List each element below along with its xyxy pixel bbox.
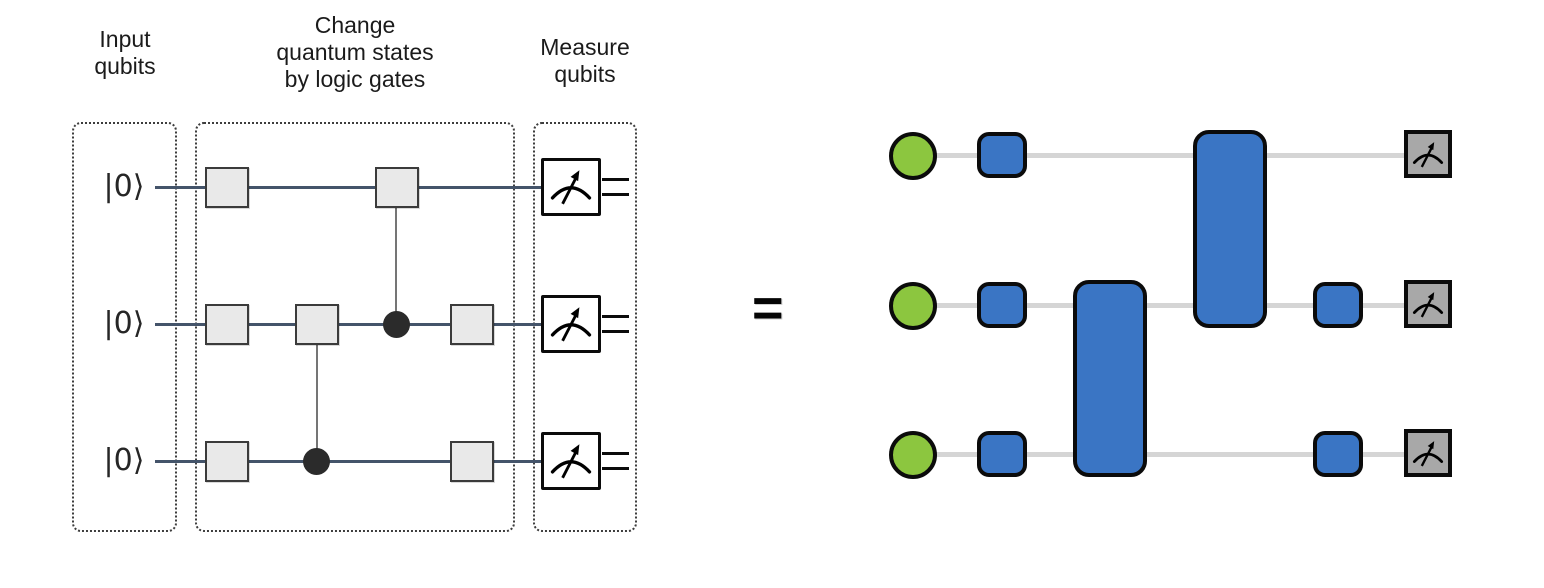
measurement-box-2 [541,295,601,353]
input-qubit-circle [889,282,937,330]
input-qubit-circle [889,132,937,180]
ket-zero-label-2: |0⟩ [103,306,145,341]
single-qubit-gate [977,282,1027,328]
meter-icon [550,444,592,479]
measure-section-box [533,122,637,532]
gate-box [205,304,249,345]
meter-icon [1412,440,1444,466]
classical-wire [602,467,629,470]
measurement-box-1 [541,158,601,216]
gates-section-box [195,122,515,532]
gate-box [205,441,249,482]
gate-box-controlled [375,167,419,208]
classical-wire [602,315,629,318]
single-qubit-gate [977,132,1027,178]
qubit-wire-1 [910,153,1410,158]
classical-wire [602,178,629,181]
qubit-wire-2 [155,323,545,326]
measurement-box-2 [1404,280,1452,328]
ket-zero-label-3: |0⟩ [103,443,145,478]
single-qubit-gate [1313,282,1363,328]
gate-box [450,304,494,345]
qubit-wire-3 [155,460,545,463]
input-qubits-label: Input qubits [94,26,156,79]
qubit-wire-2 [910,303,1410,308]
meter-icon [1412,291,1444,317]
gate-box [205,167,249,208]
meter-icon [1412,141,1444,167]
ket-zero-label-1: |0⟩ [103,169,145,204]
two-qubit-gate-q1-q2 [1193,130,1267,328]
gate-box-controlled [295,304,339,345]
measurement-box-3 [1404,429,1452,477]
input-qubit-circle [889,431,937,479]
single-qubit-gate [977,431,1027,477]
two-qubit-gate-q2-q3 [1073,280,1147,477]
control-dot [383,311,410,338]
classical-wire [602,330,629,333]
single-qubit-gate [1313,431,1363,477]
equals-sign: = [752,278,784,338]
meter-icon [550,307,592,342]
control-dot [303,448,330,475]
control-line-q1-q2 [395,208,397,325]
logic-gates-label: Change quantum states by logic gates [276,12,434,92]
qubit-wire-1 [155,186,545,189]
input-section-box [72,122,177,532]
qubit-wire-3 [910,452,1410,457]
measurement-box-1 [1404,130,1452,178]
measure-qubits-label: Measure qubits [540,34,630,87]
meter-icon [550,170,592,205]
classical-wire [602,452,629,455]
gate-box [450,441,494,482]
classical-wire [602,193,629,196]
control-line-q2-q3 [316,345,318,462]
measurement-box-3 [541,432,601,490]
